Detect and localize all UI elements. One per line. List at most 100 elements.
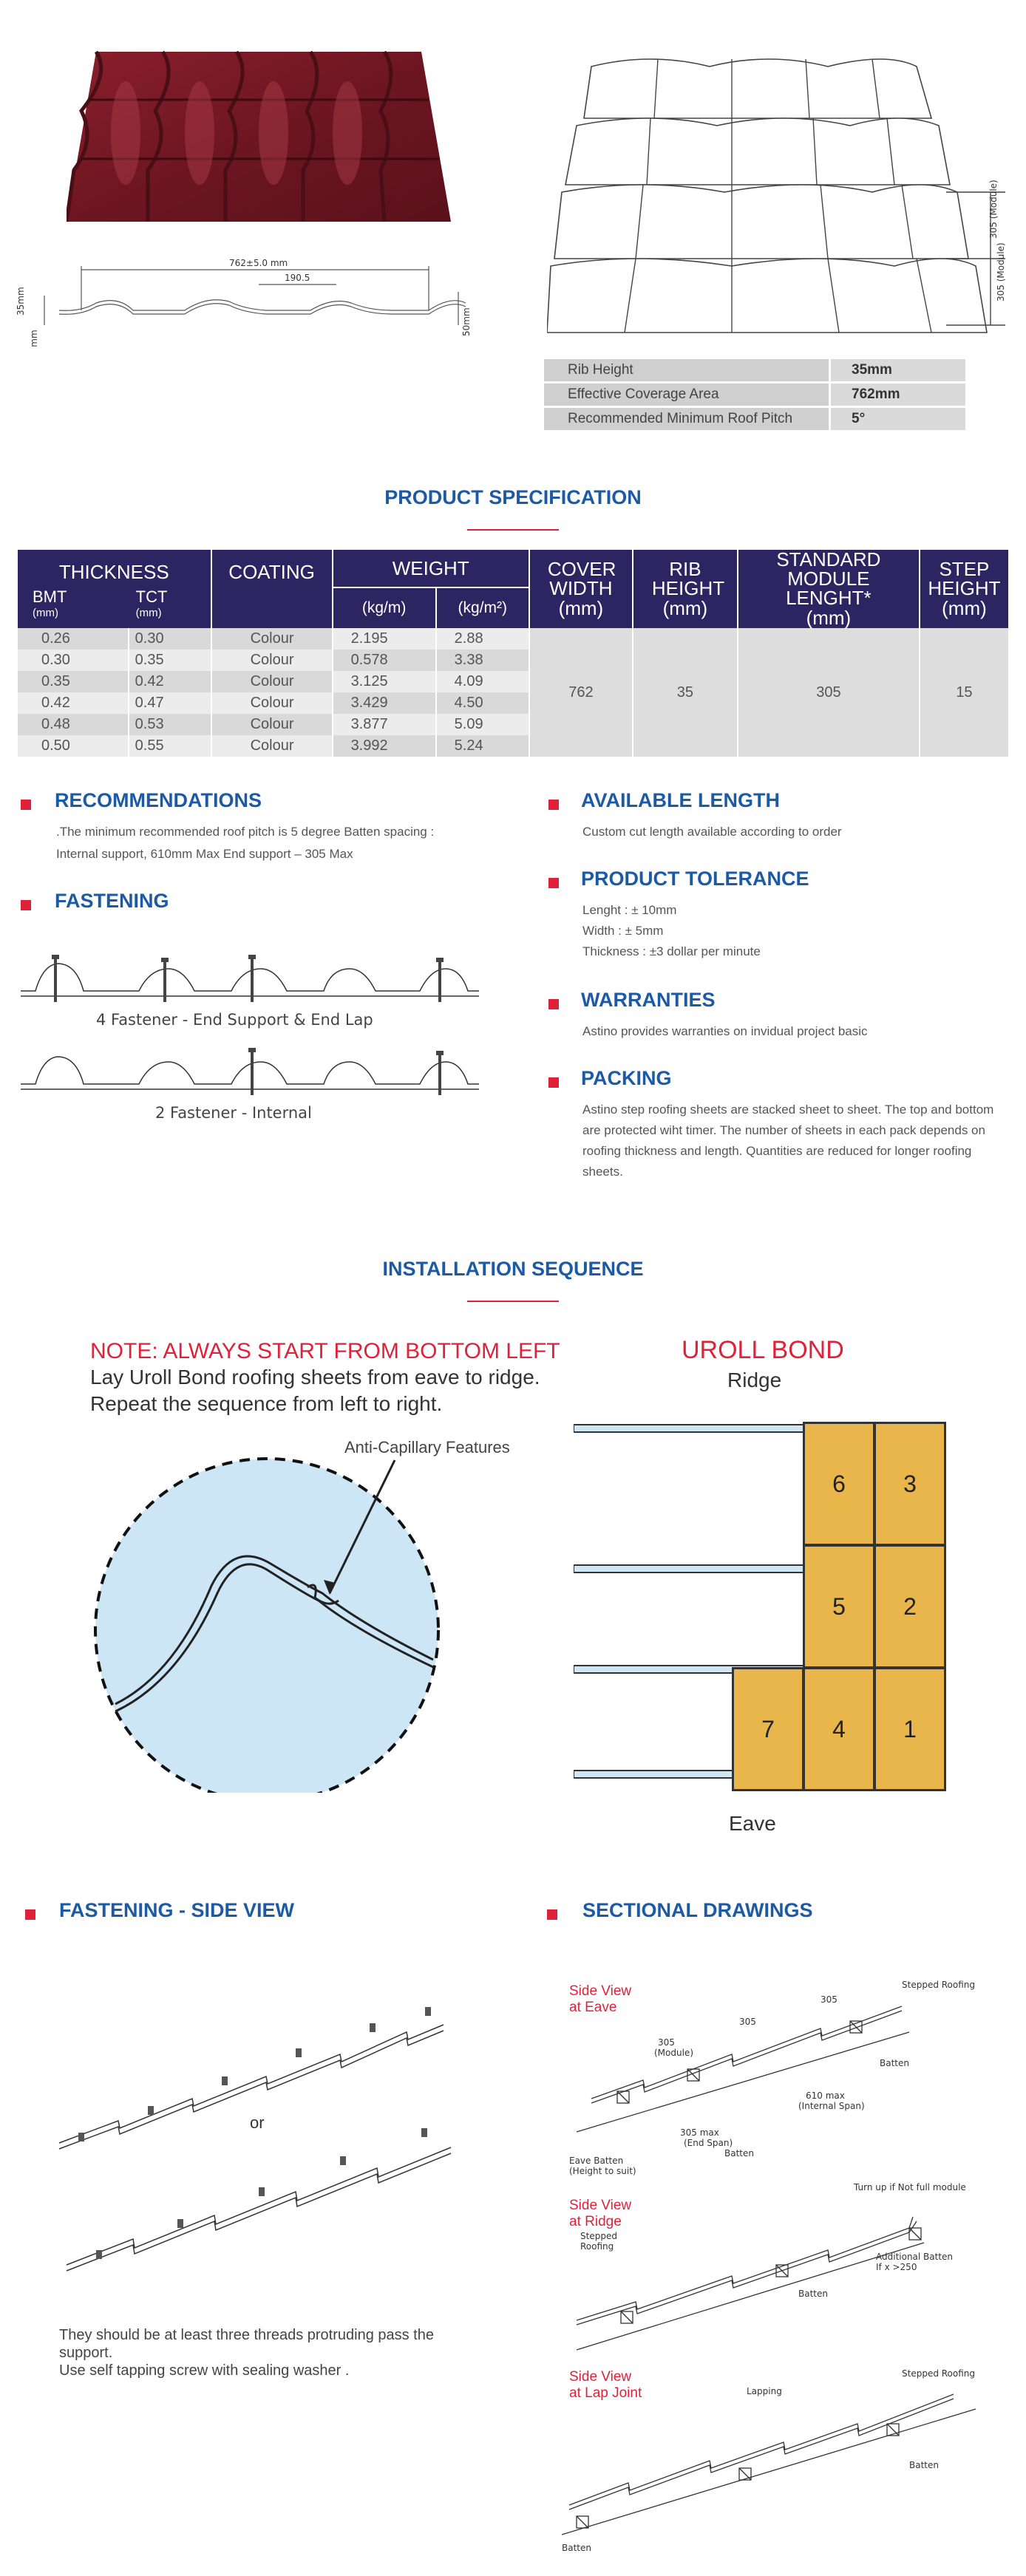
ridge-batten: Batten xyxy=(798,2289,828,2299)
packing-text-4: sheets. xyxy=(582,1165,623,1179)
cell-bmt: 0.26 xyxy=(18,628,129,650)
sequence-block: 4 xyxy=(803,1667,875,1791)
dim-left-h2: 15mm xyxy=(29,330,39,347)
ridge-label: Ridge xyxy=(727,1369,782,1391)
cell-weight-kgm: 0.578 xyxy=(332,650,437,671)
header-coating: COATING xyxy=(211,550,333,628)
sequence-block: 6 xyxy=(803,1422,875,1546)
header-step-height: STEP HEIGHT (mm) xyxy=(919,550,1008,628)
eave-module-2: 305 xyxy=(739,2017,756,2027)
sequence-block: 1 xyxy=(874,1667,946,1791)
bullet-icon xyxy=(547,1909,557,1920)
header-module-length: STANDARD MODULE LENGHT* (mm) xyxy=(737,548,920,628)
spec-value: 5° xyxy=(831,408,965,430)
header-bmt: BMT (mm) xyxy=(18,587,129,628)
cell-coating: Colour xyxy=(211,650,333,671)
eave-batten-eave: Eave Batten xyxy=(569,2156,623,2166)
rib-height-unit: (mm) xyxy=(662,597,708,619)
cell-bmt: 0.30 xyxy=(18,650,129,671)
lap-side-view-l2: at Lap Joint xyxy=(569,2385,642,2401)
recommendations-text-1: .The minimum recommended roof pitch is 5… xyxy=(56,825,435,839)
table-row: 0.50 0.55 Colour 3.992 5.24 xyxy=(18,735,1008,757)
spec-row: Rib Height 35mm xyxy=(544,359,965,381)
header-weight: WEIGHT xyxy=(332,550,530,587)
cell-module-length: 305 xyxy=(737,628,920,757)
eave-side-view-l1: Side View xyxy=(569,1983,631,1999)
batten-lines xyxy=(574,1424,810,1779)
cell-weight-kgm: 3.125 xyxy=(332,671,437,692)
or-label: or xyxy=(250,2113,265,2132)
cell-tct: 0.55 xyxy=(128,735,212,757)
cell-coating: Colour xyxy=(211,714,333,735)
module-dim-1: 305 (Module) xyxy=(988,180,999,239)
cell-tct: 0.42 xyxy=(128,671,212,692)
cell-tct: 0.35 xyxy=(128,650,212,671)
anti-capillary-circle-diagram xyxy=(94,1457,440,1793)
cell-coating: Colour xyxy=(211,735,333,757)
sequence-block: 3 xyxy=(874,1422,946,1546)
bmt-label: BMT xyxy=(33,587,67,606)
anti-capillary-label: Anti-Capillary Features xyxy=(344,1438,510,1456)
table-row: 0.30 0.35 Colour 0.578 3.38 xyxy=(18,650,1008,671)
eave-610: 610 max xyxy=(806,2091,845,2101)
eave-305max: 305 max xyxy=(680,2127,719,2138)
ridge-side-view-l2: at Ridge xyxy=(569,2214,622,2229)
table-row: 0.26 0.30 Colour 2.195 2.88 762 35 305 1… xyxy=(18,628,1008,757)
available-length-text: Custom cut length available according to… xyxy=(582,825,842,839)
installation-line-1: Lay Uroll Bond roofing sheets from eave … xyxy=(90,1366,540,1388)
cell-tct: 0.30 xyxy=(128,628,212,650)
side-view-title: FASTENING - SIDE VIEW xyxy=(59,1899,295,1921)
warranties-text: Astino provides warranties on invidual p… xyxy=(582,1024,868,1038)
bullet-icon xyxy=(21,800,31,810)
eave-module-1: 305 xyxy=(658,2037,675,2048)
module-dim-2: 305 (Module) xyxy=(996,242,1006,301)
tolerance-width: Width : ± 5mm xyxy=(582,924,664,938)
module-length-label: STANDARD MODULE LENGHT* xyxy=(776,548,881,609)
cell-bmt: 0.35 xyxy=(18,671,129,692)
table-row: 0.42 0.47 Colour 3.429 4.50 xyxy=(18,692,1008,714)
ridge-turn-label: Turn up if Not full module xyxy=(853,2182,966,2192)
fastening-4-diagram xyxy=(21,955,479,1002)
eave-module-lbl: (Module) xyxy=(654,2048,693,2058)
fastening-caption-2: 2 Fastener - Internal xyxy=(155,1104,312,1122)
eave-height: (Height to suit) xyxy=(569,2166,636,2176)
table-row: 0.48 0.53 Colour 3.877 5.09 xyxy=(18,714,1008,735)
installation-note: NOTE: ALWAYS START FROM BOTTOM LEFT xyxy=(90,1339,560,1363)
recommendations-text-2: Internal support, 610mm Max End support … xyxy=(56,847,353,861)
spec-value: 762mm xyxy=(831,384,965,406)
ridge-stepped: Stepped xyxy=(580,2231,617,2241)
lap-side-view-l1: Side View xyxy=(569,2369,631,2385)
packing-title: PACKING xyxy=(581,1067,672,1089)
header-weight-kgm2: (kg/m²) xyxy=(435,586,530,628)
sectional-eave-diagram: Side View at Eave Stepped Roofing Batten… xyxy=(562,1980,976,2553)
available-length-title: AVAILABLE LENGTH xyxy=(581,789,780,811)
spec-value: 35mm xyxy=(831,359,965,381)
fastening-caption-1: 4 Fastener - End Support & End Lap xyxy=(96,1011,373,1029)
cell-bmt: 0.50 xyxy=(18,735,129,757)
cell-weight-kgm2: 4.50 xyxy=(435,692,530,714)
step-height-label: STEP HEIGHT xyxy=(928,558,1001,599)
dim-right-h: 50mm xyxy=(461,307,472,336)
header-tct: TCT (mm) xyxy=(128,587,212,628)
cell-weight-kgm2: 3.38 xyxy=(435,650,530,671)
stepped-tile-drawing: 305 (Module) 305 (Module) xyxy=(547,58,1006,333)
cell-coating: Colour xyxy=(211,692,333,714)
step-height-unit: (mm) xyxy=(942,597,987,619)
cell-weight-kgm2: 4.09 xyxy=(435,671,530,692)
cell-bmt: 0.48 xyxy=(18,714,129,735)
cell-rib-height: 35 xyxy=(632,628,738,757)
spec-key: Recommended Minimum Roof Pitch xyxy=(544,408,829,430)
installation-line-2: Repeat the sequence from left to right. xyxy=(90,1392,443,1415)
eave-side-view-l2: at Eave xyxy=(569,2000,616,2015)
profile-dimension-drawing: 762±5.0 mm 190.5 35mm 15mm 50mm xyxy=(16,258,472,347)
spec-key: Rib Height xyxy=(544,359,829,381)
lap-batten-2: Batten xyxy=(562,2543,591,2553)
tolerance-title: PRODUCT TOLERANCE xyxy=(581,868,809,890)
cell-cover-width: 762 xyxy=(529,628,633,757)
packing-text-3: roofing thickness and length. Quantities… xyxy=(582,1144,972,1158)
ridge-additional: Additional Batten xyxy=(876,2252,953,2262)
side-view-note-1: They should be at least three threads pr… xyxy=(59,2327,434,2343)
fastening-title: FASTENING xyxy=(55,890,169,912)
cell-coating: Colour xyxy=(211,671,333,692)
cell-weight-kgm: 3.877 xyxy=(332,714,437,735)
